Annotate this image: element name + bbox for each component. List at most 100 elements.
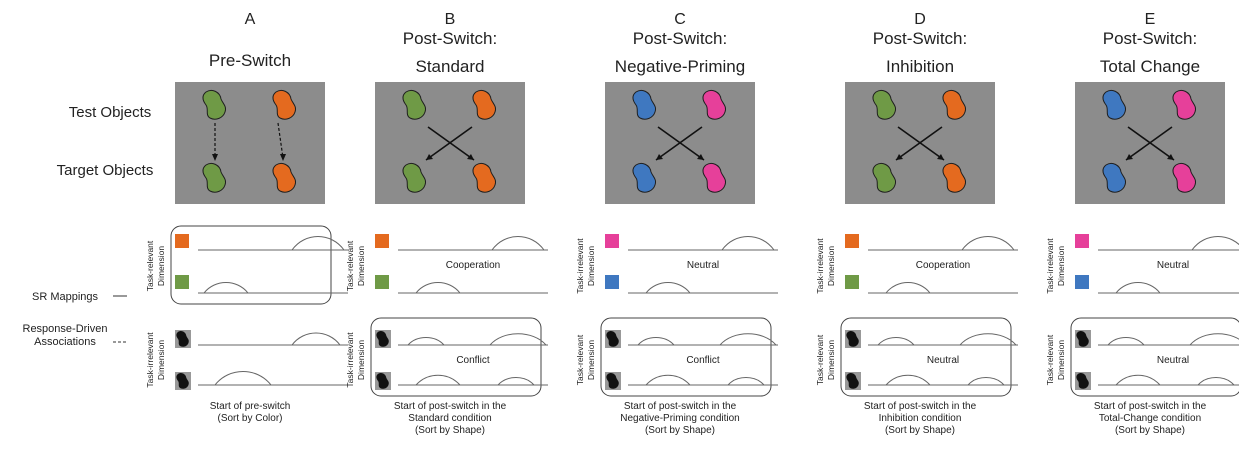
- cross-arrowhead-a: [467, 154, 474, 160]
- lower-relation-label: Conflict: [686, 355, 720, 366]
- test-object-right: [702, 89, 726, 120]
- curve-color-top-curve: [491, 236, 545, 251]
- caption-line-2: Inhibition condition: [879, 413, 962, 424]
- color-swatch-top: [175, 234, 189, 248]
- cross-arrow-a: [657, 126, 705, 161]
- panel-title-line2: Inhibition: [886, 57, 954, 76]
- upper-relation-label: Cooperation: [446, 260, 500, 271]
- target-object-right: [702, 162, 726, 193]
- shape-swatch-blob: [846, 330, 859, 347]
- response-driven-label: Response-Driven: [23, 323, 108, 335]
- curve-shape-bottom-secondary: [885, 374, 931, 386]
- target-object-left: [872, 162, 896, 193]
- shape-swatch-blob: [1076, 372, 1089, 389]
- cross-arrowhead-a: [937, 154, 944, 160]
- upper-dimension-label-2: Dimension: [826, 246, 836, 286]
- upper-relation-label: Cooperation: [916, 260, 970, 271]
- color-swatch-bottom: [375, 275, 389, 289]
- curve-shape-top-curve: [877, 337, 915, 346]
- cross-arrow-b: [895, 126, 943, 161]
- panel-title-line2: Negative-Priming: [615, 57, 745, 76]
- shape-swatch-blob: [1076, 330, 1089, 347]
- curve-color-bottom-curve: [415, 282, 461, 294]
- target-object-right: [942, 162, 966, 193]
- curve-shape-top-secondary: [719, 333, 777, 346]
- cross-arrowhead-a: [697, 154, 704, 160]
- panel-letter: E: [1145, 11, 1156, 28]
- color-swatch-bottom: [845, 275, 859, 289]
- test-object-left: [632, 89, 656, 120]
- color-swatch-top: [1075, 234, 1089, 248]
- caption-line-3: (Sort by Shape): [645, 425, 715, 436]
- caption-line-3: (Sort by Shape): [415, 425, 485, 436]
- curve-color-top-curve: [291, 236, 345, 251]
- caption-line-3: (Sort by Shape): [885, 425, 955, 436]
- test-object-left: [202, 89, 226, 120]
- upper-dimension-label-1: Task-relevant: [145, 240, 155, 291]
- panel-title-line1: Post-Switch:: [403, 29, 497, 48]
- cross-arrow-b: [1125, 126, 1173, 161]
- upper-dimension-label-1: Task-relevant: [345, 240, 355, 291]
- panel-title-line2: Standard: [416, 57, 485, 76]
- lower-group-box: [1070, 317, 1239, 397]
- cross-arrowhead-b: [1126, 154, 1133, 160]
- stimulus-panel: [175, 82, 325, 204]
- target-object-left: [402, 162, 426, 193]
- curve-shape-bottom-secondary: [645, 374, 691, 386]
- caption-line-2: Negative-Priming condition: [620, 413, 740, 424]
- curve-shape-bottom-secondary: [415, 374, 461, 386]
- associations-label: Associations: [34, 336, 96, 348]
- upper-relation-label: Neutral: [1157, 260, 1189, 271]
- lower-dimension-label-1: Task-irrelevant: [145, 332, 155, 388]
- lower-relation-label: Neutral: [927, 355, 959, 366]
- arrow-right: [277, 122, 284, 159]
- panel-title-line1: Post-Switch:: [1103, 29, 1197, 48]
- curve-shape-top-curve: [291, 332, 341, 346]
- curve-color-bottom-curve: [203, 282, 249, 294]
- color-swatch-top: [375, 234, 389, 248]
- color-swatch-bottom: [175, 275, 189, 289]
- curve-color-top-curve: [721, 236, 775, 251]
- test-object-left: [872, 89, 896, 120]
- test-object-right: [472, 89, 496, 120]
- caption-line-1: Start of pre-switch: [210, 401, 291, 412]
- color-swatch-top: [605, 234, 619, 248]
- target-object-left: [1102, 162, 1126, 193]
- color-swatch-bottom: [1075, 275, 1089, 289]
- test-objects-label: Test Objects: [69, 104, 152, 121]
- caption-line-3: (Sort by Shape): [1115, 425, 1185, 436]
- test-object-left: [1102, 89, 1126, 120]
- curve-color-bottom-curve: [1115, 282, 1161, 294]
- curve-color-top-curve: [1191, 236, 1239, 251]
- cross-arrow-a: [1127, 126, 1175, 161]
- caption-line-1: Start of post-switch in the: [624, 401, 737, 412]
- curve-shape-top-secondary: [1189, 333, 1239, 346]
- upper-dimension-label-2: Dimension: [356, 246, 366, 286]
- caption-line-2: Total-Change condition: [1099, 413, 1201, 424]
- upper-dimension-label-1: Task-irrelevant: [815, 238, 825, 294]
- caption-line-1: Start of post-switch in the: [394, 401, 507, 412]
- curve-shape-top-secondary: [489, 333, 547, 346]
- cross-arrow-a: [897, 126, 945, 161]
- curve-shape-bottom-curve: [1197, 377, 1235, 386]
- upper-dimension-label-1: Task-irrelevant: [575, 238, 585, 294]
- upper-dimension-label-1: Task-irrelevant: [1045, 238, 1055, 294]
- panel-letter: A: [245, 11, 256, 28]
- lower-dimension-label-1: Task-relevant: [575, 334, 585, 385]
- cross-arrow-b: [425, 126, 473, 161]
- arrowhead-left: [212, 154, 218, 161]
- panel-c: CPost-Switch:Negative-PrimingTask-irrele…: [575, 11, 778, 436]
- test-object-right: [942, 89, 966, 120]
- panel-title: Pre-Switch: [209, 51, 291, 70]
- lower-group-box: [840, 317, 1012, 397]
- sr-mappings-label: SR Mappings: [32, 291, 99, 303]
- target-object-right: [272, 162, 296, 193]
- panel-title-line1: Post-Switch:: [633, 29, 727, 48]
- curve-shape-bottom-curve: [727, 377, 765, 386]
- lower-dimension-label-2: Dimension: [826, 340, 836, 380]
- cross-arrow-b: [655, 126, 703, 161]
- lower-dimension-label-2: Dimension: [156, 340, 166, 380]
